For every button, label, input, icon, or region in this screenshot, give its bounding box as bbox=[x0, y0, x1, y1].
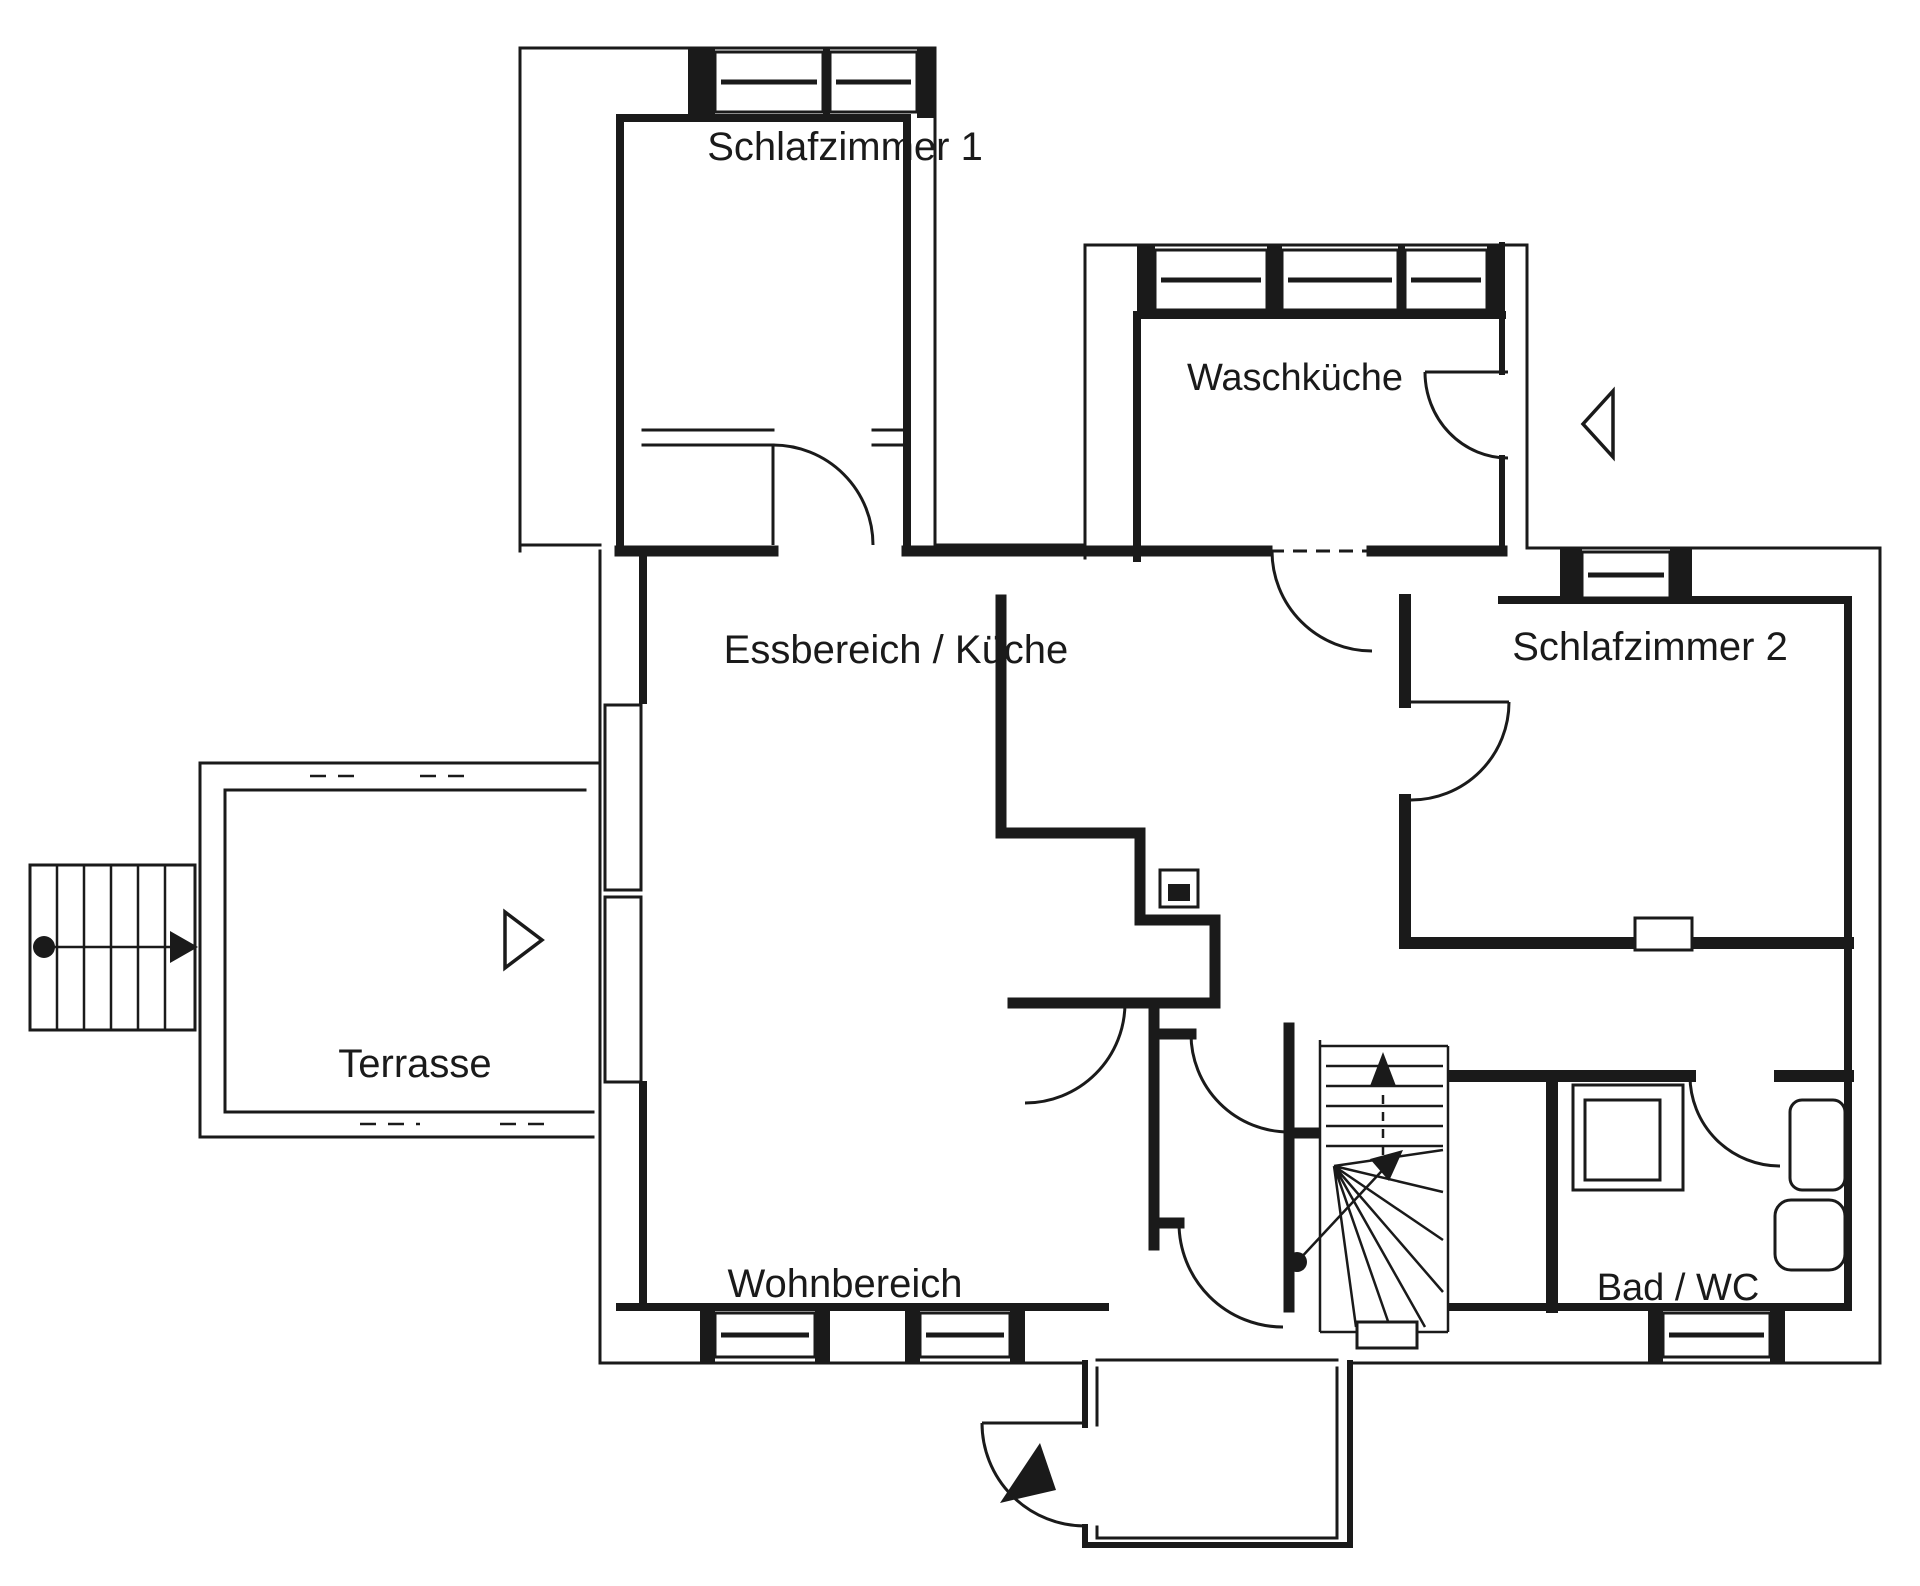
label-essbereich: Essbereich / Küche bbox=[724, 628, 1069, 672]
exterior-stairs bbox=[28, 863, 198, 1032]
door-lobby-north bbox=[1189, 1033, 1290, 1134]
bath-fixtures bbox=[1571, 1083, 1847, 1272]
washbasin bbox=[1788, 1098, 1847, 1192]
door-bad bbox=[1688, 1075, 1781, 1168]
door-entrance bbox=[980, 1421, 1086, 1528]
window bbox=[1355, 1320, 1419, 1350]
entrance-porch bbox=[980, 1358, 1353, 1548]
stair-up-arrow-icon bbox=[1370, 1052, 1396, 1086]
door-waschkueche bbox=[1423, 370, 1509, 460]
room-labels: Schlafzimmer 1 Waschküche Essbereich / K… bbox=[338, 125, 1788, 1309]
shower-tray bbox=[1583, 1098, 1662, 1182]
label-schlafzimmer1: Schlafzimmer 1 bbox=[707, 125, 983, 169]
exterior-outer-walls bbox=[518, 46, 1882, 1365]
stairs-start-dot bbox=[33, 936, 55, 958]
terrace-door-marker-icon bbox=[503, 908, 545, 972]
wall-niche bbox=[1633, 916, 1694, 952]
chimney-block bbox=[1158, 868, 1200, 909]
windows bbox=[688, 48, 1785, 1363]
wc-toilet bbox=[1773, 1198, 1847, 1272]
interior-walls bbox=[614, 428, 1854, 1313]
markers bbox=[503, 386, 1615, 972]
door-schlafzimmer1 bbox=[771, 443, 875, 546]
terrace-door-panels bbox=[603, 703, 643, 1084]
label-waschkueche: Waschküche bbox=[1187, 357, 1403, 399]
interior-staircase bbox=[1287, 1040, 1450, 1350]
label-bad: Bad / WC bbox=[1597, 1267, 1760, 1309]
label-terrasse: Terrasse bbox=[338, 1042, 491, 1086]
label-wohnbereich: Wohnbereich bbox=[728, 1262, 963, 1306]
door-kitchen-exit bbox=[1024, 1002, 1127, 1105]
label-schlafzimmer2: Schlafzimmer 2 bbox=[1512, 625, 1788, 669]
door-schlafzimmer2 bbox=[1410, 700, 1511, 802]
terrace bbox=[198, 761, 602, 1139]
door-lobby-south bbox=[1177, 1222, 1284, 1329]
stairs-direction-arrow-icon bbox=[170, 931, 198, 963]
doors bbox=[771, 370, 1781, 1329]
entrance-door-arrow-icon bbox=[1000, 1443, 1056, 1503]
door-hall-north bbox=[1270, 549, 1373, 653]
stair-direction-arrow-icon bbox=[1370, 1150, 1403, 1181]
entrance-marker-icon bbox=[1580, 386, 1615, 462]
